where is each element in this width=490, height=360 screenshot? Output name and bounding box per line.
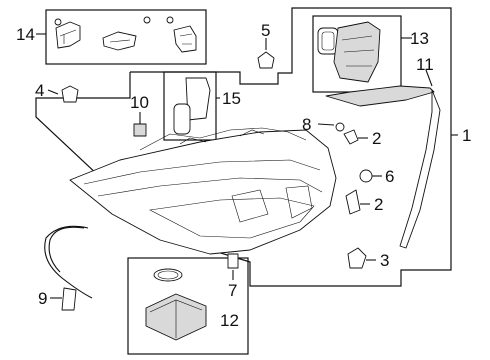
part-2a-icon xyxy=(343,129,359,145)
part-5-icon xyxy=(257,51,275,69)
headlamp-assembly xyxy=(69,127,337,255)
callout-2b: 2 xyxy=(374,195,383,214)
callout-14: 14 xyxy=(16,25,35,44)
seal-ring-icon xyxy=(173,103,191,135)
box-13 xyxy=(312,15,402,93)
part-6-icon xyxy=(359,169,373,183)
headlamp-housing xyxy=(69,129,337,255)
part-8-icon xyxy=(335,122,345,132)
callout-15: 15 xyxy=(222,89,241,108)
screw-icon xyxy=(166,16,174,24)
leader-lines xyxy=(36,33,458,299)
part-10-icon xyxy=(133,123,147,137)
control-module-bracket xyxy=(333,21,381,83)
callout-13: 13 xyxy=(410,29,429,48)
callout-2a: 2 xyxy=(372,129,381,148)
small-parts xyxy=(44,51,373,311)
box-14-frame xyxy=(45,9,207,65)
part-9-harness xyxy=(44,225,93,299)
box-15 xyxy=(163,71,217,141)
callout-5: 5 xyxy=(261,21,270,40)
callout-labels: 1 2 2 3 4 5 6 7 8 9 10 11 12 13 14 15 xyxy=(16,21,471,330)
bracket-left xyxy=(55,21,81,49)
part-9-connector xyxy=(61,287,77,311)
box-15-frame xyxy=(163,71,217,141)
box-14 xyxy=(45,9,207,65)
callout-8: 8 xyxy=(302,115,311,134)
bracket-right xyxy=(173,25,197,53)
screw-icon xyxy=(143,16,151,24)
callout-10: 10 xyxy=(130,93,149,112)
callout-9: 9 xyxy=(38,289,47,308)
callout-7: 7 xyxy=(228,281,237,300)
trim-strip xyxy=(325,85,435,107)
part-4-icon xyxy=(61,85,79,103)
callout-12: 12 xyxy=(220,311,239,330)
part-2b-icon xyxy=(345,189,361,215)
assembly-outline xyxy=(35,7,452,287)
part-3-icon xyxy=(347,247,367,269)
callout-3: 3 xyxy=(380,251,389,270)
box-12-frame xyxy=(127,257,249,355)
box-12 xyxy=(127,257,249,355)
part-11-trim xyxy=(325,85,441,249)
assembly-border xyxy=(35,7,452,287)
projector-lens xyxy=(231,189,269,223)
callout-4: 4 xyxy=(35,81,44,100)
callout-6: 6 xyxy=(385,167,394,186)
trim-strip-vertical xyxy=(399,89,441,249)
callout-11: 11 xyxy=(416,55,434,74)
screw-icon xyxy=(54,18,62,26)
callout-1: 1 xyxy=(462,126,471,145)
part-7-icon xyxy=(227,253,239,269)
